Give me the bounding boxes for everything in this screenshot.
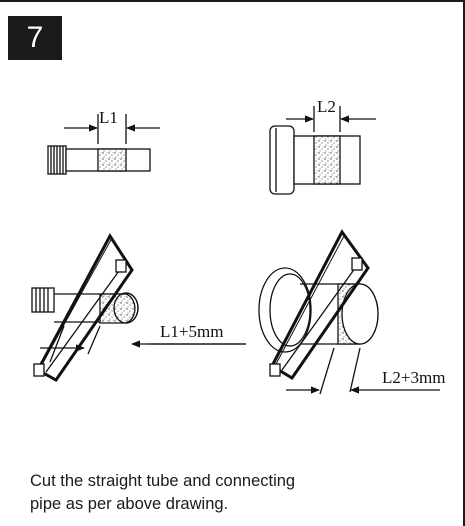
connecting-pipe-figure <box>269 106 376 195</box>
saw-cut-connecting-pipe <box>258 229 440 395</box>
saw-cut-straight-tube <box>31 233 246 382</box>
instruction-caption: Cut the straight tube and connecting pip… <box>30 470 430 516</box>
step-number-badge: 7 <box>8 16 62 60</box>
dimension-label-l1: L1 <box>99 108 118 127</box>
caption-line-2: pipe as per above drawing. <box>30 495 229 513</box>
straight-tube-figure <box>47 114 160 175</box>
cutting-diagram: L1 L2 <box>31 97 445 395</box>
dimension-label-l2: L2 <box>317 97 336 116</box>
cut-length-label-l1: L1+5mm <box>160 322 223 341</box>
cut-length-label-l2: L2+3mm <box>382 368 445 387</box>
caption-line-1: Cut the straight tube and connecting <box>30 472 296 490</box>
